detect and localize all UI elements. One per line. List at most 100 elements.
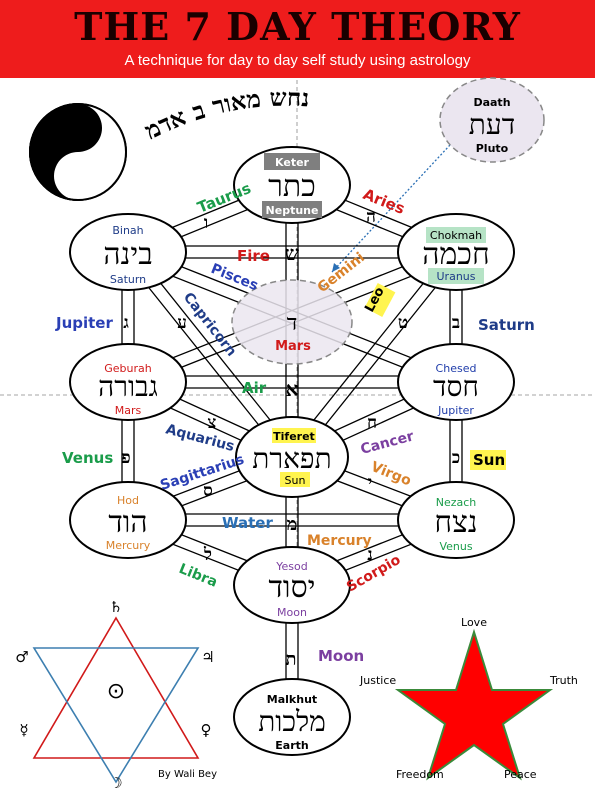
letter-tav: ת [286, 649, 297, 670]
letter-ayin: ע [177, 313, 187, 333]
malkhut-name: Malkhut [267, 693, 317, 706]
star-label-love: Love [461, 616, 487, 629]
letter-aleph: א [286, 377, 299, 401]
mars-center-label: Mars [275, 339, 311, 354]
daath-arrowhead [332, 263, 340, 272]
letter-vav: ו [204, 213, 208, 233]
label-air: Air [242, 379, 267, 397]
malkhut-planet: Earth [275, 739, 308, 752]
label-capricorn: Capricorn [180, 290, 240, 360]
svg-text:☽: ☽ [80, 166, 96, 187]
hebrew-path-letters: ו ה ש ג ע ט ב א צ ח פ כ ס י מ ל נ ת [121, 207, 460, 670]
label-saturn: Saturn [478, 316, 535, 334]
binah-name: Binah [112, 224, 143, 237]
label-venus: Venus [62, 449, 113, 467]
chokmah-name: Chokmah [430, 229, 482, 242]
moon-symbol-icon: ☽ [109, 774, 122, 792]
virtue-star: Love Justice Truth Freedom Peace [359, 616, 578, 781]
chokmah-planet: Uranus [437, 270, 476, 283]
chesed-name: Chesed [436, 362, 477, 375]
label-mercury: Mercury [307, 533, 372, 549]
hod-hebrew: הוד [108, 505, 147, 540]
hexagram-red-triangle [32, 616, 200, 759]
saturn-symbol-icon: ♄ [109, 598, 122, 616]
daath-arrow [331, 144, 451, 273]
hebrew-arc-textpath: נחש מאור ב אדמ [140, 83, 310, 146]
geburah-planet: Mars [115, 404, 142, 417]
sephirah-keter: Keter כתר Neptune [233, 146, 351, 224]
label-moon: Moon [318, 647, 364, 665]
geburah-hebrew: גבורה [98, 370, 158, 403]
hebrew-arc-text: נחש מאור ב אדמ [140, 83, 310, 146]
label-pisces: Pisces [209, 261, 261, 294]
page-subtitle: A technique for day to day self study us… [124, 52, 471, 69]
daath-planet: Pluto [476, 142, 509, 155]
nezach-planet: Venus [439, 540, 472, 553]
hexagram-blue-triangle [32, 647, 200, 784]
letter-tet: ט [398, 313, 408, 333]
daath-hebrew: דעת [469, 108, 515, 141]
hod-name: Hod [117, 494, 139, 507]
mars-center-ellipse [231, 279, 353, 365]
letter-gimel: ג [123, 313, 129, 333]
label-sun: Sun [473, 451, 505, 469]
keter-planet: Neptune [266, 204, 319, 217]
star-label-justice: Justice [359, 674, 396, 687]
nezach-hebrew: נצח [434, 505, 477, 540]
chesed-planet: Jupiter [437, 404, 474, 417]
jupiter-symbol-icon: ♃ [201, 648, 214, 666]
sephirah-binah: Binah בינה Saturn [69, 213, 187, 291]
sephirah-malkhut: Malkhut מלכות Earth [233, 678, 351, 756]
label-gemini: Gemini [315, 250, 368, 297]
daath-node: Daath דעת Pluto [439, 77, 545, 163]
malkhut-hebrew: מלכות [258, 705, 326, 738]
sephirah-tiferet: Tiferet תפארת Sun [235, 416, 349, 498]
sephirot-nodes: Keter כתר Neptune Binah בינה Saturn Chok… [69, 146, 515, 756]
sephirah-hod: Hod הוד Mercury [69, 481, 187, 559]
binah-hebrew: בינה [103, 237, 152, 272]
letter-nun: נ [367, 545, 373, 565]
sun-symbol-icon: ⊙ [107, 679, 125, 704]
letter-pe: פ [121, 448, 130, 468]
star-label-peace: Peace [504, 768, 537, 781]
label-virgo: Virgo [369, 459, 414, 490]
page-title: THE 7 DAY THEORY [74, 4, 521, 49]
letter-tsadi: צ [208, 413, 217, 433]
chesed-hebrew: חסד [433, 370, 479, 403]
planetary-hexagram: ♄ ♂ ♃ ⊙ ☿ ♀ ☽ [15, 598, 214, 792]
sephirah-chokmah: Chokmah חכמה Uranus [397, 213, 515, 291]
keter-name: Keter [275, 156, 310, 169]
star-label-truth: Truth [549, 674, 578, 687]
mars-symbol-icon: ♂ [15, 648, 28, 666]
yin-yang-icon: ☀ ☽ [29, 103, 127, 201]
label-scorpio: Scorpio [344, 552, 404, 596]
svg-text:☀: ☀ [74, 110, 90, 131]
sephirah-yesod: Yesod יסוד Moon [233, 546, 351, 624]
daath-name: Daath [473, 96, 510, 109]
header-banner: THE 7 DAY THEORY A technique for day to … [0, 0, 595, 78]
red-star-shape [394, 628, 554, 781]
letter-shin: ש [285, 241, 299, 265]
star-label-freedom: Freedom [396, 768, 444, 781]
label-jupiter: Jupiter [55, 314, 113, 332]
sephirah-nezach: Nezach נצח Venus [397, 481, 515, 559]
yesod-hebrew: יסוד [268, 570, 315, 605]
letter-bet: ב [452, 313, 460, 333]
label-fire: Fire [237, 247, 270, 265]
tiferet-hebrew: תפארת [252, 442, 331, 475]
tiferet-planet: Sun [285, 474, 306, 487]
letter-mem: מ [287, 514, 298, 535]
label-water: Water [222, 514, 273, 532]
keter-hebrew: כתר [268, 169, 316, 204]
yesod-name: Yesod [275, 560, 307, 573]
venus-symbol-icon: ♀ [201, 721, 212, 739]
letter-he: ה [366, 207, 376, 227]
mercury-symbol-icon: ☿ [19, 721, 28, 739]
letter-het: ח [367, 413, 377, 433]
nezach-name: Nezach [436, 496, 477, 509]
binah-planet: Saturn [110, 273, 146, 286]
letter-samekh: ס [203, 481, 213, 501]
label-aquarius: Aquarius [164, 421, 236, 455]
